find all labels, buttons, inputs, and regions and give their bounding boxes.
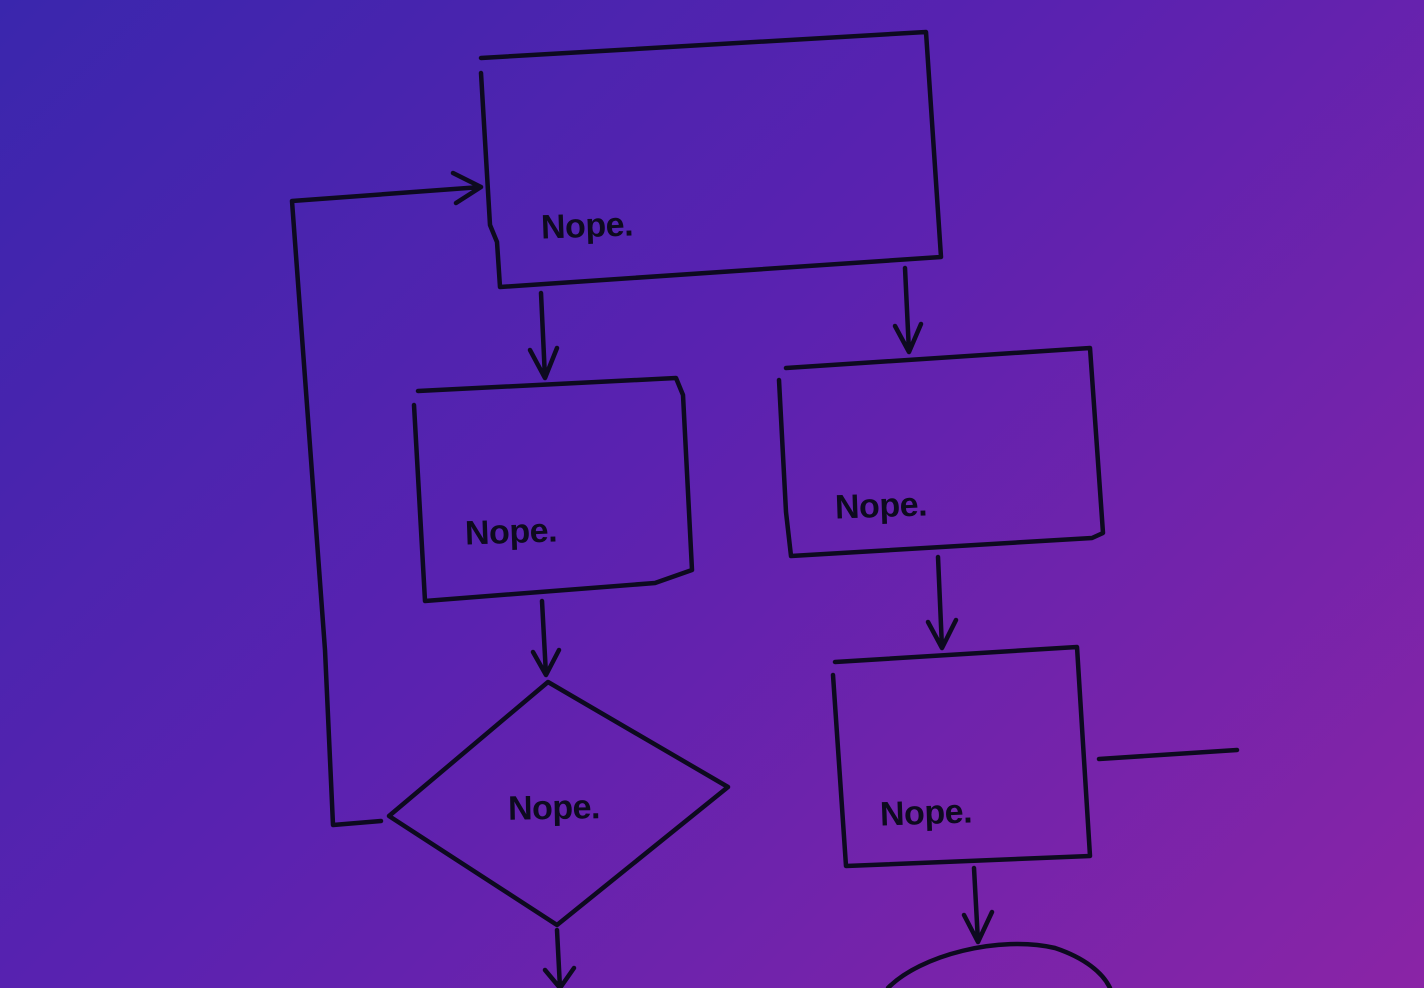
left-box-label: Nope. — [464, 511, 558, 553]
node-bottom-circle — [885, 941, 1113, 988]
node-decision — [386, 679, 731, 928]
node-right-box — [776, 345, 1106, 559]
edge-right-to-lower — [925, 554, 959, 651]
right-lower-box-label: Nope. — [879, 792, 973, 834]
edge-left-to-decision — [530, 598, 562, 678]
node-right-lower-box — [830, 644, 1093, 869]
edge-top-to-left — [527, 290, 560, 381]
node-top-box — [478, 29, 944, 290]
edge-lower-to-circle — [961, 865, 995, 945]
edge-loop-back — [289, 170, 484, 828]
decision-label: Nope. — [507, 788, 601, 828]
right-box-label: Nope. — [834, 485, 928, 527]
top-box-label: Nope. — [540, 205, 634, 247]
edge-decision-down — [542, 927, 577, 988]
node-left-box — [411, 375, 695, 604]
side-stub-line — [1096, 747, 1240, 762]
edge-top-to-right — [892, 265, 924, 355]
